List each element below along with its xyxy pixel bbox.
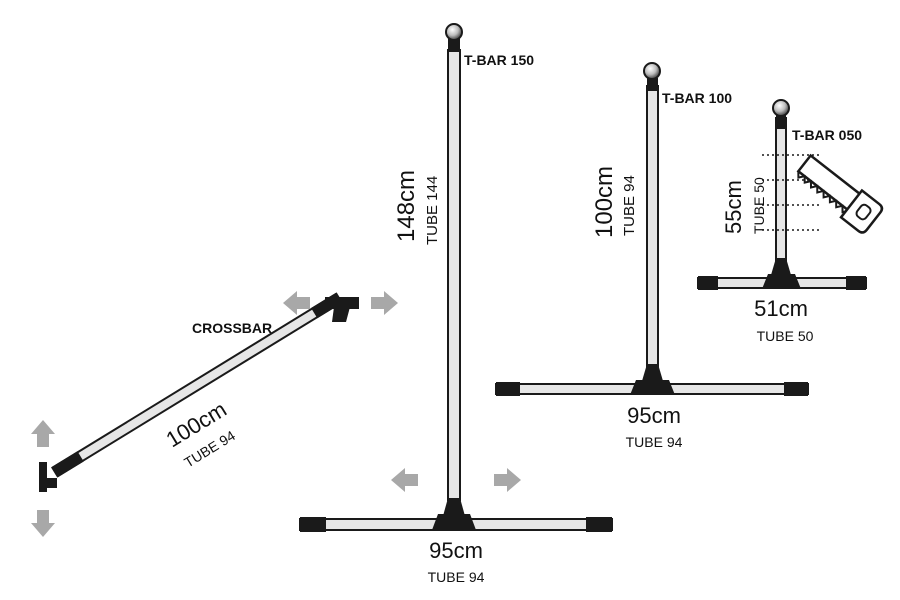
hand-saw-icon bbox=[796, 153, 884, 234]
tbar-050-top-cap bbox=[776, 115, 786, 129]
tbar-100-upright-tube: TUBE 94 bbox=[621, 175, 638, 236]
tbar-050: T-BAR 050 55cm TUBE 50 51cm TUBE 50 bbox=[697, 99, 884, 344]
tbar-150-arrow-left-icon bbox=[391, 468, 418, 492]
tbar-050-base-tube: TUBE 50 bbox=[757, 328, 814, 344]
tbar-150-base-length: 95cm bbox=[429, 538, 483, 563]
tbar-100-title: T-BAR 100 bbox=[662, 90, 732, 106]
tbar-050-base-length: 51cm bbox=[754, 296, 808, 321]
tbar-100-upright-tube bbox=[646, 85, 659, 377]
crossbar-arrow-left-icon bbox=[283, 291, 310, 315]
tbar-150-base-cap-left bbox=[300, 517, 326, 532]
tbar-150-upright-tube bbox=[447, 49, 461, 501]
crossbar-top-bracket-joint bbox=[332, 307, 350, 322]
tbar-100-ball-knob bbox=[643, 62, 661, 80]
crossbar: CROSSBAR 100cm TUBE 94 bbox=[31, 291, 398, 537]
tbar-150-upright-length: 148cm bbox=[393, 170, 420, 242]
tbar-150-ball-knob bbox=[445, 23, 463, 41]
crossbar-bottom-bracket bbox=[39, 462, 47, 492]
tbar-100-base-cap-left bbox=[496, 382, 520, 396]
crossbar-arrow-down-icon bbox=[31, 510, 55, 537]
tbar-050-upright-tube: TUBE 50 bbox=[751, 177, 767, 234]
tbar-050-ball-knob bbox=[772, 99, 790, 117]
tbar-050-t-connector-wing bbox=[762, 274, 801, 289]
tbar-100-t-connector-wing bbox=[630, 380, 675, 395]
tbar-150-upright-tube: TUBE 144 bbox=[424, 176, 441, 245]
crossbar-end-cap-bottom bbox=[51, 451, 84, 478]
tbar-150-top-cap bbox=[448, 38, 460, 52]
tbar-050-upright-length: 55cm bbox=[721, 180, 746, 234]
tbar-150-title: T-BAR 150 bbox=[464, 52, 534, 68]
tbar-050-upright-tube bbox=[775, 117, 787, 269]
crossbar-top-bracket bbox=[325, 297, 359, 309]
tbar-100-upright-length: 100cm bbox=[591, 166, 618, 238]
crossbar-arrow-right-icon bbox=[371, 291, 398, 315]
tbar-150-base-tube: TUBE 94 bbox=[428, 569, 485, 585]
tbar-050-base-cap-left bbox=[698, 276, 718, 290]
tbar-150-t-connector-wing bbox=[432, 514, 476, 530]
tbar-100-base-length: 95cm bbox=[627, 403, 681, 428]
tbar-050-base-cap-right bbox=[846, 276, 866, 290]
crossbar-arrow-up-icon bbox=[31, 420, 55, 447]
crossbar-title: CROSSBAR bbox=[192, 320, 272, 336]
tbar-100-base-tube: TUBE 94 bbox=[626, 434, 683, 450]
tbar-150: T-BAR 150 148cm TUBE 144 95cm TUBE 94 bbox=[299, 23, 613, 585]
tbar-100-base-cap-right bbox=[784, 382, 808, 396]
tbar-100-top-cap bbox=[647, 78, 658, 91]
tbar-100: T-BAR 100 100cm TUBE 94 95cm TUBE 94 bbox=[495, 62, 809, 450]
crossbar-bottom-bracket-foot bbox=[39, 478, 57, 488]
tbar-150-arrow-right-icon bbox=[494, 468, 521, 492]
tbar-150-base-cap-right bbox=[586, 517, 612, 532]
tbar-050-title: T-BAR 050 bbox=[792, 127, 862, 143]
